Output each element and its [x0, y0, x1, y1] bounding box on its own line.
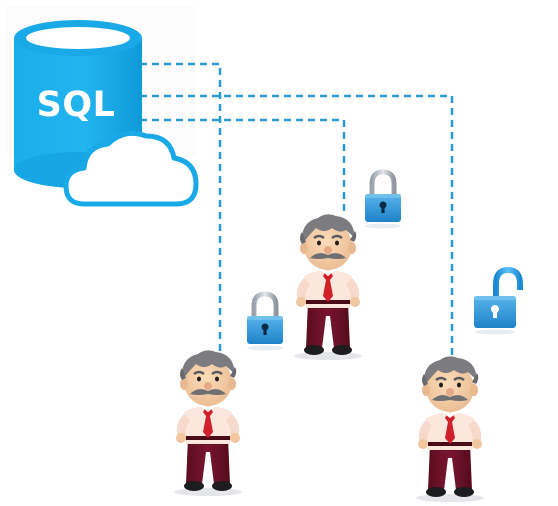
lock-closed-top [365, 172, 401, 229]
user-right [414, 355, 486, 504]
database-cylinder-icon: SQL [14, 20, 142, 188]
user-top [292, 213, 364, 362]
user-left [172, 349, 244, 498]
cloud-icon [63, 130, 199, 207]
padlock-closed-icon [365, 172, 401, 229]
connection-line-left [140, 62, 222, 372]
businessman-icon [414, 355, 486, 504]
connection-line-top [140, 118, 346, 216]
lock-closed-left [247, 294, 283, 351]
connection-lines [140, 62, 454, 372]
connection-line-right [140, 94, 454, 362]
padlock-closed-icon [247, 294, 283, 351]
database-label: SQL [37, 85, 116, 125]
businessman-icon [172, 349, 244, 498]
padlock-open-icon [474, 270, 520, 335]
businessman-icon [292, 213, 364, 362]
lock-open-right [474, 270, 520, 335]
